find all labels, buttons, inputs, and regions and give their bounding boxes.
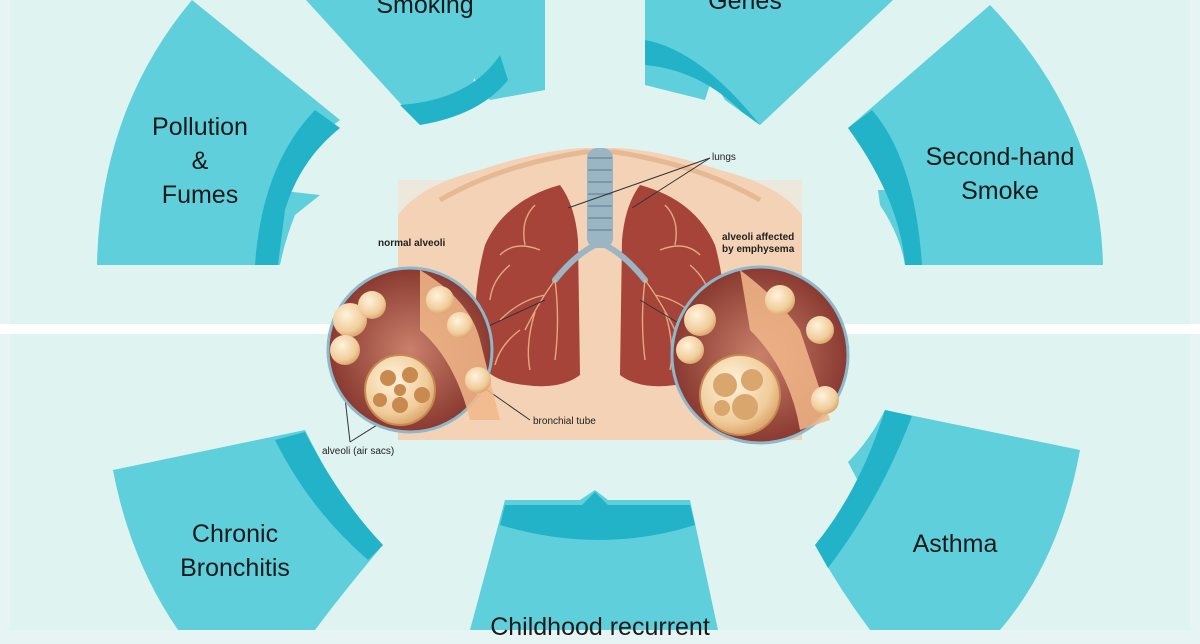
wedge-chronic-bronchitis — [113, 430, 383, 630]
factor-second-hand-smoke: Second-hand Smoke — [925, 143, 1075, 205]
wedge-pollution — [97, 0, 340, 265]
label-bronchial-tube: bronchial tube — [533, 416, 596, 427]
wedge-asthma — [815, 410, 1080, 630]
factor-smoking: Smoking — [376, 0, 474, 19]
emphysema-alveoli-magnifier — [670, 265, 850, 445]
wedge-second-hand — [848, 5, 1103, 265]
factor-pollution-fumes: Pollution & Fumes — [152, 113, 248, 209]
factor-genes: Genes — [708, 0, 782, 15]
factor-asthma: Asthma — [912, 530, 998, 558]
factor-childhood-recurrent: Childhood recurrent — [490, 613, 710, 641]
factor-chronic-bronchitis: Chronic Bronchitis — [180, 520, 290, 582]
normal-alveoli-magnifier — [326, 266, 500, 434]
label-alveoli-affected: alveoli affected by emphysema — [722, 232, 795, 255]
wedge-genes — [645, 0, 893, 125]
label-normal-alveoli: normal alveoli — [378, 238, 446, 249]
wedge-childhood — [470, 490, 718, 630]
label-air-sacs: alveoli (air sacs) — [322, 446, 395, 457]
diagram-graphics — [97, 0, 1103, 630]
label-lungs: lungs — [712, 152, 736, 163]
wedge-smoking — [306, 0, 545, 125]
